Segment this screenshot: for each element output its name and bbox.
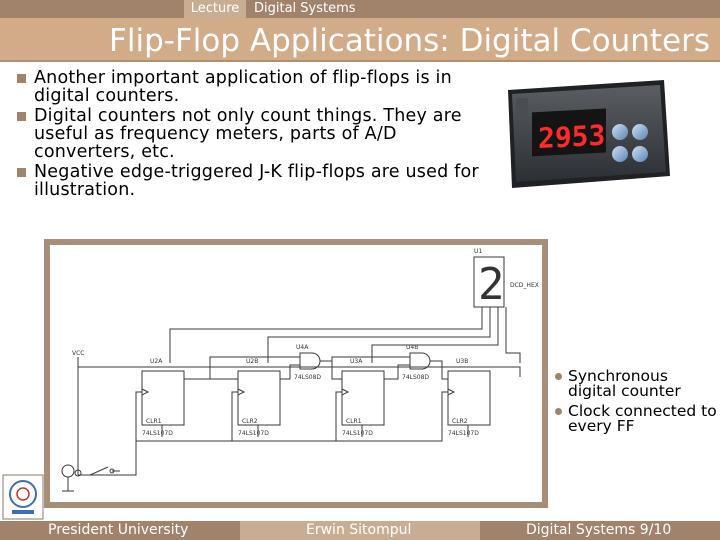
bullet-list: Another important application of flip-fl… bbox=[14, 69, 494, 201]
title-band bbox=[0, 18, 720, 62]
ff-part-label: 74LS107D bbox=[342, 430, 373, 437]
ff-clr-label: CLR1 bbox=[146, 418, 162, 425]
footer-author: Erwin Sitompul bbox=[306, 522, 412, 538]
bullet-text: Digital counters not only count things. … bbox=[34, 106, 462, 162]
ff-u3b-body bbox=[447, 370, 491, 426]
slide-title: Flip-Flop Applications: Digital Counters bbox=[109, 23, 710, 59]
footer: President University Erwin Sitompul Digi… bbox=[0, 521, 720, 540]
title-rule bbox=[0, 60, 720, 62]
and-gate-u4b bbox=[409, 352, 431, 370]
clock-switch bbox=[89, 466, 109, 476]
device-side-labels bbox=[516, 98, 528, 118]
tab-course[interactable]: Digital Systems bbox=[254, 1, 356, 16]
clock-source-icon bbox=[61, 464, 75, 478]
vcc-label: VCC bbox=[72, 350, 84, 357]
gate-ref-label: U4B bbox=[406, 344, 418, 351]
hex-display-body bbox=[473, 256, 505, 308]
footer-page-info: Digital Systems 9/10 bbox=[526, 522, 672, 538]
bullet-item: Digital counters not only count things. … bbox=[14, 107, 494, 161]
bullet-square-icon bbox=[17, 74, 26, 83]
ff-ref-label: U2A bbox=[150, 358, 163, 365]
ff-ref-label: U3A bbox=[350, 358, 363, 365]
footer-left-panel: President University bbox=[0, 521, 240, 540]
gate-part-label: 74LS08D bbox=[402, 374, 429, 381]
bullet-text: Negative edge-triggered J-K flip-flops a… bbox=[34, 162, 479, 200]
bullet-item: Another important application of flip-fl… bbox=[14, 69, 494, 105]
footer-right-panel: Digital Systems 9/10 bbox=[480, 521, 720, 540]
circuit-panel: 2 U1 DCD_HEX VCC U2A U2B U3A U3B U4A U4B… bbox=[50, 245, 542, 502]
device-button-up bbox=[612, 124, 628, 140]
footer-institution: President University bbox=[48, 522, 189, 538]
bullet-square-icon bbox=[17, 112, 26, 121]
side-notes: Synchronous digital counter Clock connec… bbox=[554, 367, 720, 439]
ff-u2a-body bbox=[141, 370, 185, 426]
display-part-label: DCD_HEX bbox=[510, 282, 539, 289]
ff-u3a-body bbox=[341, 370, 385, 426]
display-ref-label: U1 bbox=[474, 248, 482, 255]
bullet-square-icon bbox=[17, 168, 26, 177]
ff-ref-label: U3B bbox=[456, 358, 468, 365]
ff-clr-label: CLR2 bbox=[452, 418, 468, 425]
note-text: Clock connected to every FF bbox=[568, 402, 717, 435]
ff-u2b-body bbox=[237, 370, 281, 426]
device-display-value: 2953 bbox=[538, 119, 605, 156]
counter-device-photo: 2953 bbox=[508, 80, 670, 188]
bullet-text: Another important application of flip-fl… bbox=[34, 68, 452, 106]
hex-display-digit: 2 bbox=[478, 259, 505, 310]
ff-part-label: 74LS107D bbox=[238, 430, 269, 437]
ff-part-label: 74LS107D bbox=[448, 430, 479, 437]
note-item: Synchronous digital counter bbox=[554, 367, 720, 400]
note-item: Clock connected to every FF bbox=[554, 402, 720, 435]
clock-source-terminal bbox=[74, 469, 82, 477]
note-dot-icon bbox=[555, 373, 562, 380]
top-bar bbox=[0, 0, 720, 18]
gate-ref-label: U4A bbox=[296, 344, 309, 351]
tab-lecture[interactable]: Lecture bbox=[184, 0, 246, 18]
counter-schematic: 2 U1 DCD_HEX VCC U2A U2B U3A U3B U4A U4B… bbox=[61, 248, 539, 492]
device-button-p bbox=[612, 146, 628, 162]
ff-ref-label: U2B bbox=[246, 358, 258, 365]
note-dot-icon bbox=[555, 408, 562, 415]
bullet-item: Negative edge-triggered J-K flip-flops a… bbox=[14, 163, 494, 199]
device-button-right bbox=[632, 124, 648, 140]
footer-middle-panel: Erwin Sitompul bbox=[240, 521, 480, 540]
device-screen bbox=[532, 108, 606, 157]
device-button-down bbox=[632, 146, 648, 162]
note-text: Synchronous digital counter bbox=[568, 367, 681, 400]
ff-clr-label: CLR1 bbox=[346, 418, 362, 425]
ff-part-label: 74LS107D bbox=[142, 430, 173, 437]
university-logo-icon bbox=[2, 474, 44, 520]
ff-clr-label: CLR2 bbox=[242, 418, 258, 425]
gate-part-label: 74LS08D bbox=[294, 374, 321, 381]
and-gate-u4a bbox=[299, 352, 321, 370]
